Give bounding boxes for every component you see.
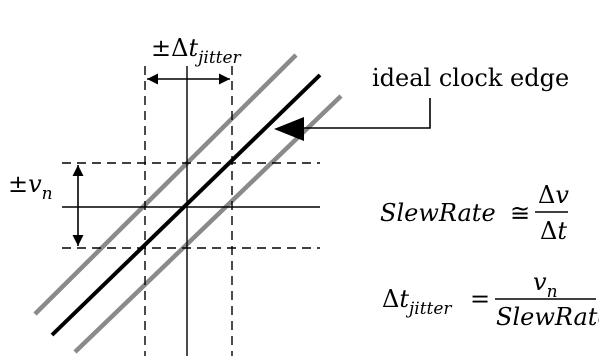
svg-text:SlewRate: SlewRate xyxy=(380,199,496,227)
jitter-equation: Δtjitter = vn SlewRate xyxy=(382,268,599,331)
early-edge-line xyxy=(33,53,298,316)
svg-text:≅: ≅ xyxy=(510,199,530,227)
svg-text:Δtjitter: Δtjitter xyxy=(382,285,452,319)
slew-rate-equation: SlewRate ≅ Δv Δt xyxy=(380,181,569,245)
vn-label: ±vn xyxy=(8,170,53,204)
callout-leader-line xyxy=(298,98,431,129)
svg-text:SlewRate: SlewRate xyxy=(496,303,599,331)
jitter-label: ±Δtjitter xyxy=(151,34,242,68)
svg-text:=: = xyxy=(470,285,490,313)
callout-arrowhead xyxy=(274,117,304,141)
late-edge-line xyxy=(73,94,343,354)
svg-text:Δv: Δv xyxy=(538,181,569,209)
ideal-clock-edge-label: ideal clock edge xyxy=(372,64,569,92)
svg-text:vn: vn xyxy=(533,268,558,302)
ideal-clock-edge-line xyxy=(50,73,322,337)
svg-text:Δt: Δt xyxy=(540,217,567,245)
